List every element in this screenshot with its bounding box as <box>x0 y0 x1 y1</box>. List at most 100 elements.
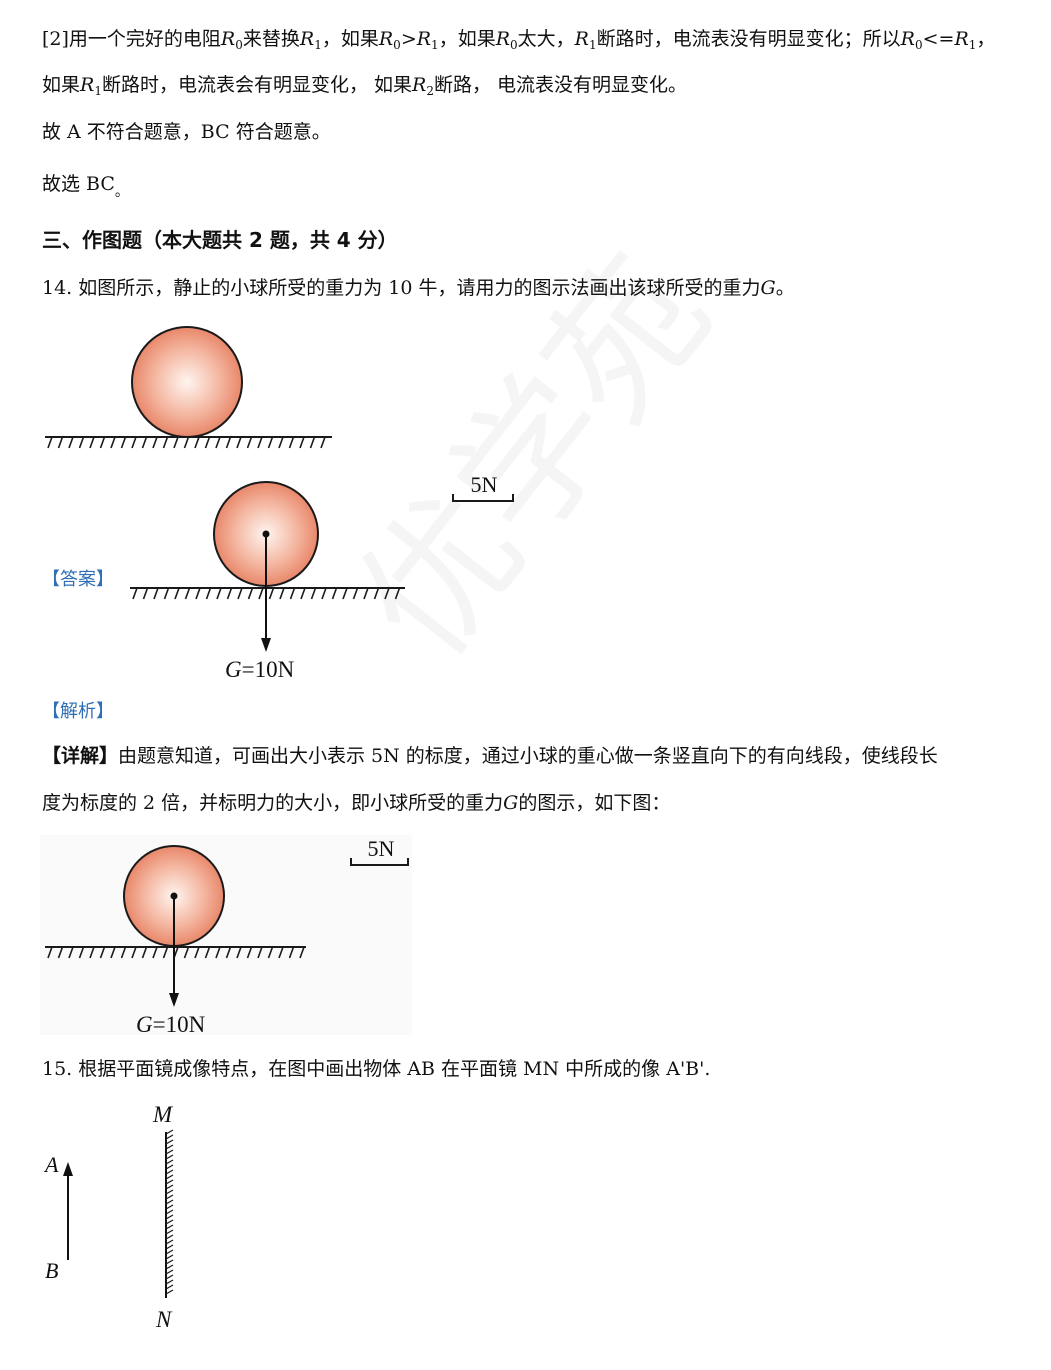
hatch-stroke <box>132 587 138 600</box>
mirror-hatch-stroke <box>165 1214 174 1220</box>
hatch-stroke <box>99 946 106 959</box>
hatch-stroke <box>68 436 74 449</box>
hatch-stroke <box>141 436 148 449</box>
hatch-stroke <box>247 587 254 600</box>
text: 14. 如图所示，静止的小球所受的重力为 10 牛，请用力的图示法画出该球所受的… <box>42 277 761 299</box>
mirror-hatch-stroke <box>165 1244 174 1250</box>
hatch-stroke <box>162 946 169 959</box>
hatch-stroke <box>131 946 137 959</box>
mirror-hatch-stroke <box>165 1204 174 1210</box>
hatch-stroke <box>226 587 233 600</box>
arrow-head <box>261 638 271 652</box>
mirror-hatch-stroke <box>165 1289 174 1295</box>
hatch-stroke <box>173 436 179 449</box>
hatch-stroke <box>141 946 148 959</box>
hatch-stroke <box>120 946 127 959</box>
text: 断路时，电流表没有明显变化；所以 <box>596 28 901 50</box>
detail-figure-bg <box>40 835 412 1035</box>
mirror-hatch-stroke <box>165 1239 174 1245</box>
hatch-stroke <box>204 946 211 959</box>
hatch-stroke <box>183 946 190 959</box>
mirror-hatch-stroke <box>165 1264 174 1270</box>
mirror-hatch-stroke <box>165 1199 174 1205</box>
text: 。 <box>775 277 795 299</box>
hatch-stroke <box>89 436 95 449</box>
hatch-stroke <box>331 587 338 600</box>
scale-bar-detail: 5N <box>350 836 409 866</box>
mirror-hatch-stroke <box>165 1144 174 1150</box>
hatch-stroke <box>78 946 85 959</box>
var-r: R <box>412 74 427 96</box>
var-r: R <box>954 28 969 50</box>
hatch-stroke <box>110 436 116 449</box>
subscript: 1 <box>968 38 977 52</box>
hatch-stroke <box>99 436 106 449</box>
hatch-stroke <box>246 436 253 449</box>
text: 由题意知道，可画出大小表示 5N 的标度，通过小球的重心做一条竖直向下的有向线段… <box>118 745 938 767</box>
hatch-stroke <box>194 946 200 959</box>
mirror-hatch-stroke <box>165 1209 174 1215</box>
var-g: G <box>136 1012 153 1037</box>
hatch-stroke <box>47 946 53 959</box>
mirror-hatch <box>165 1129 174 1295</box>
hatch-stroke <box>47 436 53 449</box>
hatch-stroke <box>373 587 380 600</box>
hatch-stroke <box>183 436 190 449</box>
hatch-stroke <box>225 436 232 449</box>
var-g: G <box>760 277 776 299</box>
mirror-hatch-stroke <box>165 1234 174 1240</box>
mirror-hatch-stroke <box>165 1154 174 1160</box>
subscript: 1 <box>94 84 102 98</box>
force-label: G=10N <box>225 657 295 682</box>
mirror-hatch-stroke <box>165 1284 174 1290</box>
final-choice: 故选 BC。 <box>42 172 129 204</box>
hatch-stroke <box>216 587 222 600</box>
var-r: R <box>378 28 394 50</box>
hatch-stroke <box>131 436 137 449</box>
var-r: R <box>299 28 315 50</box>
text: 断路， 电流表没有明显变化。 <box>433 74 688 96</box>
hatch-stroke <box>152 436 158 449</box>
hatch-stroke <box>288 946 295 959</box>
text: 。 <box>114 184 129 200</box>
mirror-hatch-stroke <box>165 1139 174 1145</box>
mirror-hatch-stroke <box>165 1269 174 1275</box>
hatch-stroke <box>309 436 316 449</box>
figure-ball-answer: G=10N <box>130 481 405 682</box>
hatch-stroke <box>257 436 263 449</box>
text: 度为标度的 2 倍，并标明力的大小，即小球所受的重力 <box>42 792 504 814</box>
detail-line-2: 度为标度的 2 倍，并标明力的大小，即小球所受的重力G的图示，如下图： <box>42 791 670 815</box>
hatch-stroke <box>321 587 327 600</box>
hatch-stroke <box>57 946 64 959</box>
hatch-stroke <box>267 436 274 449</box>
text: ，如果 <box>321 28 379 50</box>
var-r: R <box>574 28 589 50</box>
label-a: A <box>43 1152 59 1177</box>
subscript: 0 <box>510 38 518 52</box>
mirror-hatch-stroke <box>165 1229 174 1235</box>
subscript: 0 <box>235 38 243 52</box>
hatch-stroke <box>258 587 264 600</box>
force-value: =10N <box>153 1012 206 1037</box>
subscript: 2 <box>426 84 434 98</box>
hatch-stroke <box>153 587 159 600</box>
mirror-hatch-stroke <box>165 1134 174 1140</box>
text: 太大， <box>517 28 575 50</box>
ball <box>131 326 243 438</box>
solution-line-1: [2]用一个完好的电阻R0来替换R1，如果R0>R1，如果R0太大，R1断路时，… <box>42 27 995 57</box>
hatch-stroke <box>257 946 263 959</box>
hatch-stroke <box>194 436 200 449</box>
ground-hatch <box>47 946 305 959</box>
hatch-stroke <box>299 436 305 449</box>
solution-line-2: 如果R1断路时，电流表会有明显变化， 如果R2断路， 电流表没有明显变化。 <box>42 73 687 103</box>
detail-tag: 【详解】 <box>42 745 119 767</box>
label-m: M <box>152 1102 174 1127</box>
text: 来替换 <box>242 28 300 50</box>
mirror-hatch-stroke <box>165 1159 174 1165</box>
hatch-stroke <box>204 436 211 449</box>
hatch-stroke <box>152 946 158 959</box>
hatch-stroke <box>300 587 306 600</box>
scale-bar-answer: 5N <box>452 472 514 502</box>
hatch-stroke <box>174 587 180 600</box>
text: ，如果 <box>438 28 496 50</box>
